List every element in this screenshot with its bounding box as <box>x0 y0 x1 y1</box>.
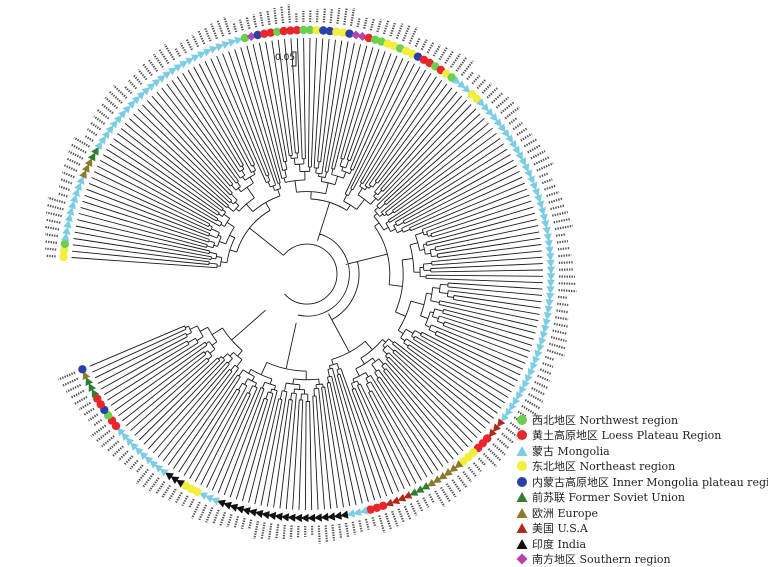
legend-label: 美国 U.S.A <box>532 520 588 536</box>
legend-item-fsu: 前苏联 Former Soviet Union <box>516 490 768 506</box>
legend-marker-triangle-icon <box>516 491 528 503</box>
legend-marker-triangle-icon <box>516 538 528 550</box>
scale-bar-label: 0.05 <box>275 53 295 63</box>
legend-marker-circle-icon <box>516 476 528 488</box>
legend-item-ne: 东北地区 Northeast region <box>516 459 768 475</box>
legend-item-eu: 欧洲 Europe <box>516 505 768 521</box>
legend-item-mg: 蒙古 Mongolia <box>516 443 768 459</box>
tip-marker-nw <box>61 240 69 248</box>
tip-marker-im <box>345 30 353 38</box>
legend-item-us: 美国 U.S.A <box>516 521 768 537</box>
legend-label: 东北地区 Northeast region <box>532 458 675 474</box>
legend-marker-triangle-icon <box>516 445 528 457</box>
legend-label: 内蒙古高原地区 Inner Mongolia plateau region <box>532 474 768 490</box>
tip-markers <box>59 26 555 522</box>
legend-marker-triangle-icon <box>516 522 528 534</box>
legend-label: 印度 India <box>532 536 586 552</box>
legend-label: 南方地区 Southern region <box>532 551 671 567</box>
tip-marker-im <box>78 365 86 373</box>
legend-label: 黄土高原地区 Loess Plateau Region <box>532 427 721 443</box>
legend-label: 欧洲 Europe <box>532 505 598 521</box>
legend-label: 蒙古 Mongolia <box>532 443 610 459</box>
legend-marker-diamond-icon <box>516 553 528 565</box>
legend-marker-triangle-icon <box>516 507 528 519</box>
legend-item-lp: 黄土高原地区 Loess Plateau Region <box>516 428 768 444</box>
legend-item-s: 南方地区 Southern region <box>516 552 768 567</box>
legend-item-nw: 西北地区 Northwest region <box>516 412 768 428</box>
legend-label: 前苏联 Former Soviet Union <box>532 489 685 505</box>
branch-lines <box>72 38 543 510</box>
legend-item-im: 内蒙古高原地区 Inner Mongolia plateau region <box>516 474 768 490</box>
legend-marker-circle-icon <box>516 429 528 441</box>
legend-marker-circle-icon <box>516 414 528 426</box>
tree-branches <box>72 38 543 510</box>
legend-label: 西北地区 Northwest region <box>532 412 678 428</box>
legend-item-in: 印度 India <box>516 536 768 552</box>
legend-marker-circle-icon <box>516 460 528 472</box>
tip-marker-nw <box>241 34 249 42</box>
